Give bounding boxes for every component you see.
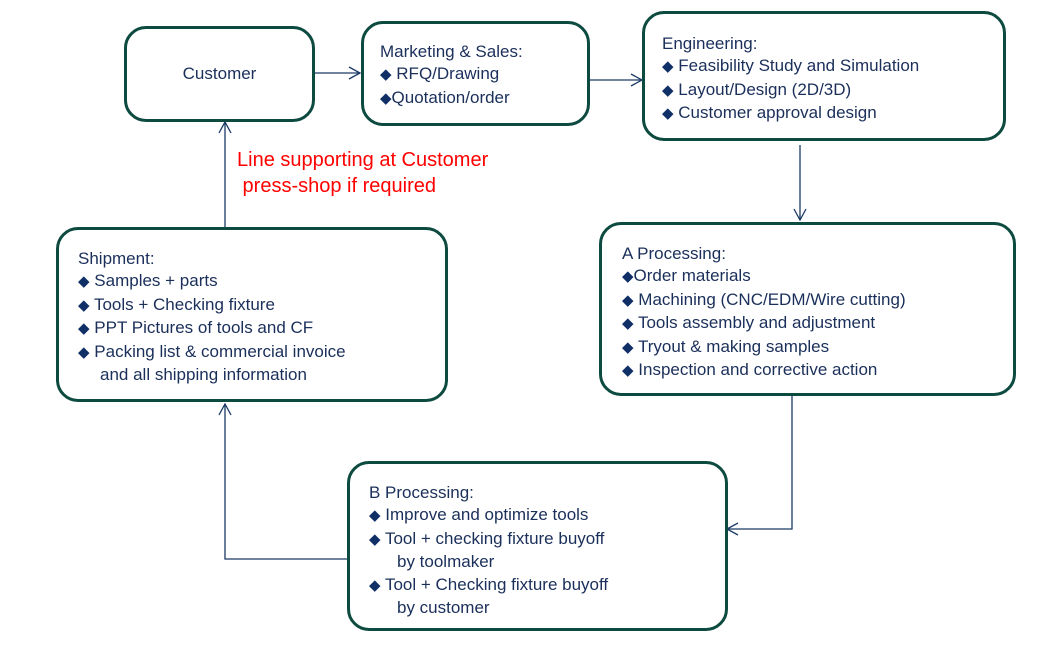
arrowhead-shipment (218, 402, 232, 416)
arrowhead-marketing (348, 66, 362, 80)
connector-aprocessing-bprocessing (727, 396, 793, 530)
list-item: ◆Quotation/order (380, 87, 510, 107)
customer-box: Customer (124, 26, 315, 122)
list-item: ◆ Tools + Checking fixture (78, 294, 275, 314)
bullet-diamond-icon: ◆ (622, 268, 634, 285)
b-processing-box: B Processing: ◆ Improve and optimize too… (347, 461, 728, 631)
arrowhead-aprocessing (793, 208, 807, 222)
connector-bprocessing-shipment (224, 404, 348, 560)
list-item: ◆ Tool + Checking fixture buyoff (369, 574, 609, 594)
b-processing-title: B Processing: (369, 483, 474, 502)
press-shop-support-note: Line supporting at Customer press-shop i… (237, 149, 489, 197)
list-item: ◆ Samples + parts (78, 271, 218, 290)
bullet-diamond-icon: ◆ (622, 291, 634, 309)
engineering-title: Engineering: (662, 34, 758, 53)
list-item: ◆Order materials (622, 266, 751, 285)
bullet-diamond-icon: ◆ (662, 58, 674, 75)
bullet-diamond-icon: ◆ (369, 507, 381, 524)
bullet-diamond-icon: ◆ (78, 343, 90, 361)
bullet-diamond-icon: ◆ (78, 296, 90, 314)
list-item: ◆ RFQ/Drawing (380, 64, 500, 83)
bullet-diamond-icon: ◆ (380, 66, 392, 83)
a-processing-box: A Processing: ◆Order materials ◆ Machini… (599, 222, 1016, 396)
bullet-diamond-icon: ◆ (662, 105, 674, 122)
list-item: ◆ PPT Pictures of tools and CF (78, 318, 314, 337)
list-item: ◆ Customer approval design (662, 103, 877, 122)
list-item-continuation: by toolmaker (397, 552, 495, 571)
list-item: ◆ Tools assembly and adjustment (622, 313, 876, 332)
list-item: ◆ Feasibility Study and Simulation (662, 56, 920, 75)
arrowhead-customer (218, 120, 232, 134)
marketing-title: Marketing & Sales: (380, 42, 523, 61)
bullet-diamond-icon: ◆ (662, 81, 674, 99)
list-item-continuation: and all shipping information (100, 365, 307, 384)
list-item: ◆ Improve and optimize tools (369, 505, 589, 524)
list-item: ◆ Machining (CNC/EDM/Wire cutting) (622, 289, 906, 309)
bullet-diamond-icon: ◆ (369, 530, 381, 548)
bullet-diamond-icon: ◆ (380, 89, 392, 107)
shipment-title: Shipment: (78, 249, 155, 268)
bullet-diamond-icon: ◆ (369, 576, 381, 594)
shipment-box: Shipment: ◆ Samples + parts ◆ Tools + Ch… (56, 227, 448, 402)
list-item: ◆ Layout/Design (2D/3D) (662, 79, 852, 99)
list-item: ◆ Tryout & making samples (622, 336, 830, 356)
list-item: ◆ Tool + checking fixture buyoff (369, 528, 605, 548)
engineering-box: Engineering: ◆ Feasibility Study and Sim… (642, 11, 1006, 141)
bullet-diamond-icon: ◆ (622, 362, 634, 379)
list-item-continuation: by customer (397, 598, 490, 617)
a-processing-title: A Processing: (622, 244, 726, 263)
list-item: ◆ Packing list & commercial invoice (78, 341, 346, 361)
customer-label: Customer (182, 64, 257, 83)
bullet-diamond-icon: ◆ (78, 273, 90, 290)
bullet-diamond-icon: ◆ (78, 320, 90, 337)
bullet-diamond-icon: ◆ (622, 338, 634, 356)
bullet-diamond-icon: ◆ (622, 315, 634, 332)
marketing-sales-box: Marketing & Sales: ◆ RFQ/Drawing ◆Quotat… (361, 21, 590, 126)
list-item: ◆ Inspection and corrective action (622, 360, 878, 379)
